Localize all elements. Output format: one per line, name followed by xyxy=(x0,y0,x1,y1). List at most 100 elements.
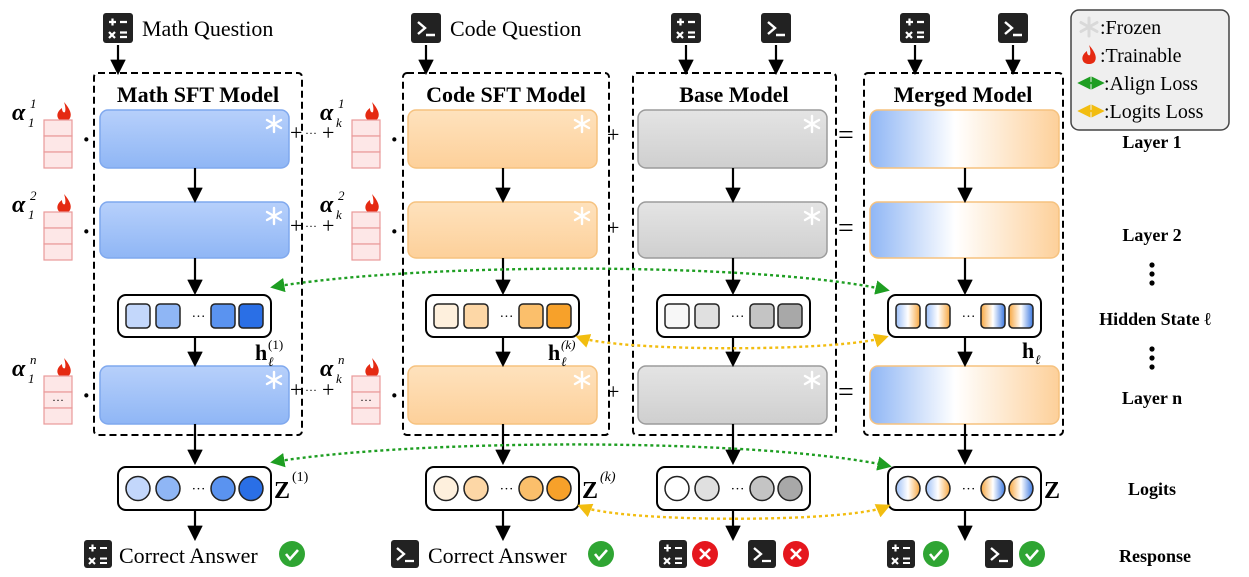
coefficient-cell xyxy=(351,135,381,153)
svg-text:(k): (k) xyxy=(561,337,575,352)
svg-text:(k): (k) xyxy=(600,470,616,485)
logits-boxes: ············ xyxy=(117,466,1042,511)
coefficient-cell xyxy=(351,119,381,137)
equals-operator: = xyxy=(838,213,854,244)
logit-cell xyxy=(664,475,690,502)
math-question-input: Math Question xyxy=(103,13,273,43)
terminal-icon xyxy=(411,13,441,43)
plus-operator: + xyxy=(607,379,619,404)
calculator-icon xyxy=(671,13,701,43)
hidden-cell xyxy=(777,303,803,329)
logit-cell xyxy=(1008,475,1034,502)
check-circle-icon xyxy=(1019,541,1045,567)
base-container xyxy=(632,72,837,436)
svg-text:1: 1 xyxy=(338,96,345,111)
flame-icon[interactable] xyxy=(365,358,379,377)
svg-text:Z: Z xyxy=(1044,478,1060,504)
svg-text:α: α xyxy=(320,356,334,382)
code-sft-container xyxy=(402,72,610,436)
flame-icon[interactable] xyxy=(57,358,71,377)
coefficient-cell xyxy=(43,243,73,261)
math-layer-2-block xyxy=(99,201,290,259)
legend-logits-loss: :Logits Loss xyxy=(1104,101,1204,123)
logit-cell xyxy=(518,475,544,502)
logits-loss-hidden-arrow xyxy=(575,333,889,350)
flame-icon[interactable] xyxy=(365,194,379,213)
flame-icon[interactable] xyxy=(57,194,71,213)
merged-container xyxy=(863,72,1064,436)
legend: :Frozen :Trainable :Align Loss :Logits L… xyxy=(1070,9,1230,131)
snowflake-icon xyxy=(265,206,283,226)
calculator-icon xyxy=(84,540,112,568)
terminal-icon xyxy=(391,540,419,568)
row-label-layer1: Layer 1 xyxy=(1122,132,1181,152)
logit-label-code: Z (k) xyxy=(582,470,616,504)
flame-icon[interactable] xyxy=(57,102,71,121)
svg-text:α: α xyxy=(12,192,26,218)
row-label-logits: Logits xyxy=(1128,479,1176,499)
multiply-dot: · xyxy=(390,125,399,154)
hidden-label-math: h ℓ (1) xyxy=(255,337,283,369)
base-logits: ··· xyxy=(656,466,811,511)
snowflake-icon xyxy=(803,370,821,390)
logit-cell xyxy=(546,475,572,502)
calculator-icon xyxy=(887,540,915,568)
hidden-cell xyxy=(980,303,1006,329)
align-loss-logits-arrow xyxy=(270,443,892,471)
logit-cell xyxy=(238,475,264,502)
base-layer-n-block xyxy=(637,365,828,425)
sum-operator-row-3: +···+ xyxy=(290,377,334,402)
hidden-cell xyxy=(125,303,151,329)
cells-ellipsis: ··· xyxy=(192,483,206,498)
logit-cell xyxy=(125,475,151,502)
logit-cell xyxy=(433,475,459,502)
svg-text:1: 1 xyxy=(28,115,35,130)
snowflake-icon xyxy=(1079,16,1099,38)
math-layer-1-block xyxy=(99,109,290,169)
svg-text:ℓ: ℓ xyxy=(561,354,567,369)
calculator-icon xyxy=(659,540,687,568)
cells-ellipsis: ··· xyxy=(962,310,976,325)
svg-text:1: 1 xyxy=(28,371,35,386)
row-label-response: Response xyxy=(1119,546,1191,566)
snowflake-icon xyxy=(573,206,591,226)
snowflake-icon xyxy=(265,370,283,390)
cells-ellipsis: ··· xyxy=(962,483,976,498)
svg-text:···: ··· xyxy=(305,126,317,140)
coefficient-cell xyxy=(351,243,381,261)
hidden-cell xyxy=(925,303,951,329)
coefficient-cell xyxy=(43,375,73,393)
base-hidden-state: ··· xyxy=(656,294,811,338)
svg-text:n: n xyxy=(30,352,37,367)
terminal-icon xyxy=(748,540,776,568)
coefficient-cell xyxy=(351,227,381,245)
code-layer-2-block xyxy=(407,201,598,259)
svg-text:k: k xyxy=(336,371,342,386)
svg-text:2: 2 xyxy=(338,188,345,203)
multiply-dot: · xyxy=(390,217,399,246)
merge-operators: +···++=+···++=+···++= xyxy=(290,120,854,408)
align-loss-hidden-arrow xyxy=(270,267,890,295)
legend-frozen: :Frozen xyxy=(1100,17,1161,39)
hidden-cell xyxy=(155,303,181,329)
code-hidden-state: ··· xyxy=(425,294,580,338)
svg-text:Z: Z xyxy=(582,478,598,504)
snowflake-icon xyxy=(573,114,591,134)
coefficient-cell xyxy=(351,375,381,393)
coefficient-cell xyxy=(43,151,73,169)
svg-text:h: h xyxy=(1022,338,1034,363)
merged-hidden-state: ··· xyxy=(887,294,1042,338)
hidden-label-code: h ℓ (k) xyxy=(548,337,575,369)
cells-ellipsis: ··· xyxy=(731,483,745,498)
multiply-dot: · xyxy=(82,381,91,410)
coefficient-cell xyxy=(351,211,381,229)
hidden-cell xyxy=(210,303,236,329)
legend-trainable: :Trainable xyxy=(1100,45,1182,67)
flame-icon[interactable] xyxy=(365,102,379,121)
coefficient-cell xyxy=(43,211,73,229)
